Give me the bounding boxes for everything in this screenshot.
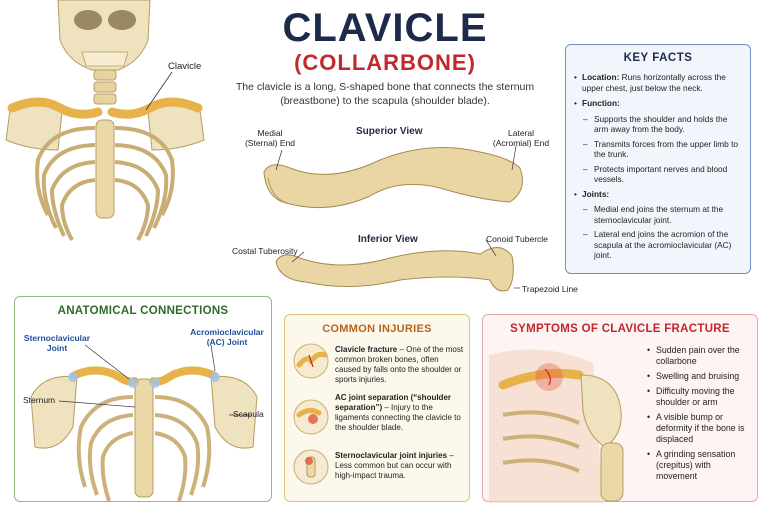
conoid-tubercle-label: Conoid Tubercle bbox=[486, 234, 548, 244]
symptom-item: Difficulty moving the shoulder or arm bbox=[647, 386, 753, 408]
page-subtitle: (COLLARBONE) bbox=[294, 50, 476, 75]
fact-joints: Joints: bbox=[574, 189, 742, 200]
page-title: CLAVICLE bbox=[282, 6, 488, 50]
common-injuries-title: COMMON INJURIES bbox=[322, 323, 432, 335]
symptoms-list: Sudden pain over the collarbone Swelling… bbox=[647, 345, 753, 486]
injury-sc-joint: Sternoclavicular joint injuries – Less c… bbox=[335, 451, 454, 480]
sternum-label: Sternum bbox=[23, 395, 56, 405]
intro-text: The clavicle is a long, S-shaped bone th… bbox=[235, 81, 535, 107]
sc-joint-label: Sternoclavicular Joint bbox=[23, 333, 91, 353]
injury-icons bbox=[293, 343, 329, 485]
superior-view-title: Superior View bbox=[356, 126, 423, 137]
symptoms-title: SYMPTOMS OF CLAVICLE FRACTURE bbox=[510, 323, 730, 335]
connections-illustration bbox=[30, 344, 258, 502]
function-item: Transmits forces from the upper limb to … bbox=[574, 139, 742, 160]
ac-separation-icon bbox=[293, 399, 329, 435]
symptoms-panel: SYMPTOMS OF CLAVICLE FRACTURE Sudden pai… bbox=[482, 314, 758, 503]
lateral-end-label: Lateral (Acromial) End bbox=[492, 128, 550, 148]
joint-item: Medial end joins the sternum at the ster… bbox=[574, 204, 742, 225]
symptom-item: A grinding sensation (crepitus) with mov… bbox=[647, 449, 753, 482]
key-facts-panel: KEY FACTS Location: Runs horizontally ac… bbox=[565, 44, 751, 274]
sc-injury-icon bbox=[293, 449, 329, 485]
costal-tuberosity-label: Costal Tuberosity bbox=[232, 246, 298, 256]
function-item: Supports the shoulder and holds the arm … bbox=[574, 114, 742, 135]
injury-fracture: Clavicle fracture – One of the most comm… bbox=[335, 345, 464, 384]
inferior-view-title: Inferior View bbox=[358, 234, 418, 245]
fracture-shoulder-illustration bbox=[489, 349, 624, 503]
scapula-label: Scapula bbox=[233, 409, 264, 419]
anatomical-connections-title: ANATOMICAL CONNECTIONS bbox=[57, 305, 229, 317]
function-item: Protects important nerves and blood vess… bbox=[574, 164, 742, 185]
medial-end-label: Medial (Sternal) End bbox=[244, 128, 296, 148]
injury-ac-separation: AC joint separation (“shoulder separatio… bbox=[335, 393, 461, 432]
fracture-icon bbox=[293, 343, 329, 379]
common-injuries-panel: COMMON INJURIES Clavicle fracture – One … bbox=[284, 314, 470, 502]
anatomical-connections-panel: ANATOMICAL CONNECTIONS Sternoclavicular … bbox=[14, 296, 272, 502]
symptom-item: A visible bump or deformity if the bone … bbox=[647, 412, 753, 445]
symptom-item: Swelling and bruising bbox=[647, 371, 753, 382]
trapezoid-line-label: Trapezoid Line bbox=[522, 284, 578, 294]
joint-item: Lateral end joins the acromion of the sc… bbox=[574, 229, 742, 261]
symptom-item: Sudden pain over the collarbone bbox=[647, 345, 753, 367]
ac-joint-label: Acromioclavicular (AC) Joint bbox=[190, 327, 264, 347]
fact-function: Function: bbox=[574, 98, 742, 109]
fact-location: Location: Runs horizontally across the u… bbox=[574, 72, 742, 93]
key-facts-title: KEY FACTS bbox=[623, 52, 693, 64]
clavicle-label: Clavicle bbox=[168, 61, 202, 72]
